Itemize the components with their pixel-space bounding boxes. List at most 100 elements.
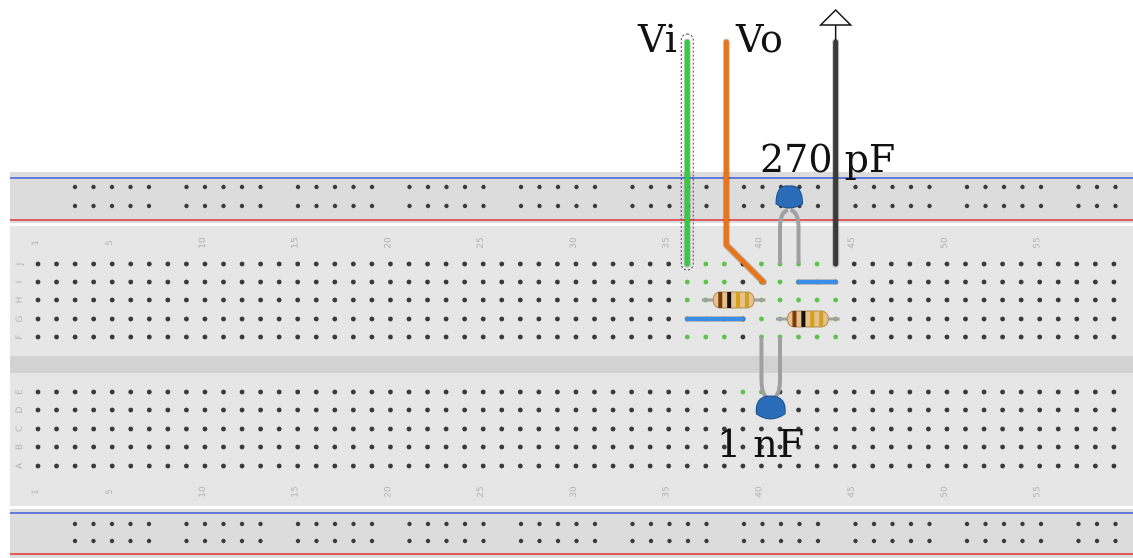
hole (350, 444, 356, 450)
rail-hole (425, 538, 431, 544)
hole (703, 407, 709, 413)
hole (926, 444, 931, 450)
resistor-right-band (819, 311, 824, 327)
hole (295, 463, 301, 469)
hole (1037, 463, 1043, 469)
column-number: 10 (198, 237, 208, 249)
hole (332, 316, 338, 322)
hole (814, 389, 820, 395)
hole (350, 279, 356, 285)
hole (332, 389, 338, 395)
column-number: 45 (847, 237, 857, 248)
hole (1000, 261, 1005, 267)
hole (276, 334, 282, 340)
rail-hole (109, 203, 115, 209)
hole (369, 444, 375, 450)
rail-hole (202, 521, 208, 527)
rail-hole (369, 184, 375, 190)
hole (555, 463, 560, 469)
hole (313, 426, 319, 432)
rail-hole (444, 538, 449, 544)
hole (35, 389, 41, 395)
rail-hole (592, 203, 598, 209)
rail-hole (704, 203, 709, 209)
hole (1111, 334, 1117, 340)
rail-hole (481, 203, 486, 209)
rail-hole (1076, 184, 1081, 190)
rail-hole (1094, 538, 1100, 544)
rail-hole (444, 184, 449, 190)
hole (1055, 297, 1061, 303)
hole (1018, 426, 1024, 432)
hole (981, 334, 987, 340)
hole (1018, 463, 1024, 469)
hole (91, 334, 97, 340)
hole (109, 463, 115, 469)
hole (91, 261, 97, 267)
hole (517, 316, 523, 322)
rail-hole (1020, 521, 1025, 527)
hole (870, 279, 876, 285)
hole (91, 463, 97, 469)
hole (276, 261, 282, 267)
hole (851, 316, 857, 322)
rail-hole (258, 538, 263, 544)
vo-label: Vo (736, 17, 783, 61)
hole (517, 389, 523, 395)
column-number: 30 (569, 237, 579, 249)
hole (721, 334, 727, 340)
rail-hole (871, 203, 877, 209)
rail-hole (1113, 203, 1118, 209)
hole (165, 334, 171, 340)
hole (443, 463, 449, 469)
rail-hole (109, 521, 115, 527)
rail-hole (1113, 184, 1118, 190)
hole (1037, 444, 1043, 450)
hole (1092, 279, 1098, 285)
hole (35, 426, 41, 432)
rail-hole (741, 521, 747, 527)
hole (146, 261, 152, 267)
hole (91, 297, 97, 303)
hole (202, 297, 208, 303)
hole (499, 463, 505, 469)
hole (313, 261, 319, 267)
hole (480, 444, 486, 450)
rail-hole (555, 538, 561, 544)
hole (184, 261, 189, 267)
rail-hole (704, 538, 709, 544)
row-letter: I (15, 281, 25, 284)
hole (332, 407, 338, 413)
hole (1074, 426, 1080, 432)
hole (1037, 334, 1043, 340)
hole (184, 463, 189, 469)
hole (202, 316, 208, 322)
rail-hole (853, 521, 858, 527)
hole (610, 261, 616, 267)
hole (926, 297, 931, 303)
bottom-power-rail (10, 509, 1133, 558)
hole (109, 279, 115, 285)
row-letter: B (15, 444, 25, 450)
hole (703, 463, 709, 469)
hole (202, 444, 208, 450)
hole (425, 426, 430, 432)
hole (740, 389, 746, 395)
hole (109, 297, 115, 303)
hole (592, 279, 597, 285)
hole (350, 261, 356, 267)
rail-hole (202, 203, 208, 209)
row-letter: H (15, 297, 25, 304)
rail-hole (927, 203, 932, 209)
rail-hole (1001, 184, 1007, 190)
hole (295, 389, 301, 395)
hole (684, 389, 690, 395)
hole (684, 407, 690, 413)
rail-hole (630, 184, 635, 190)
hole (1000, 389, 1005, 395)
hole (202, 407, 208, 413)
hole (1018, 261, 1024, 267)
hole (870, 316, 876, 322)
hole (740, 407, 746, 413)
rail-hole (890, 203, 895, 209)
